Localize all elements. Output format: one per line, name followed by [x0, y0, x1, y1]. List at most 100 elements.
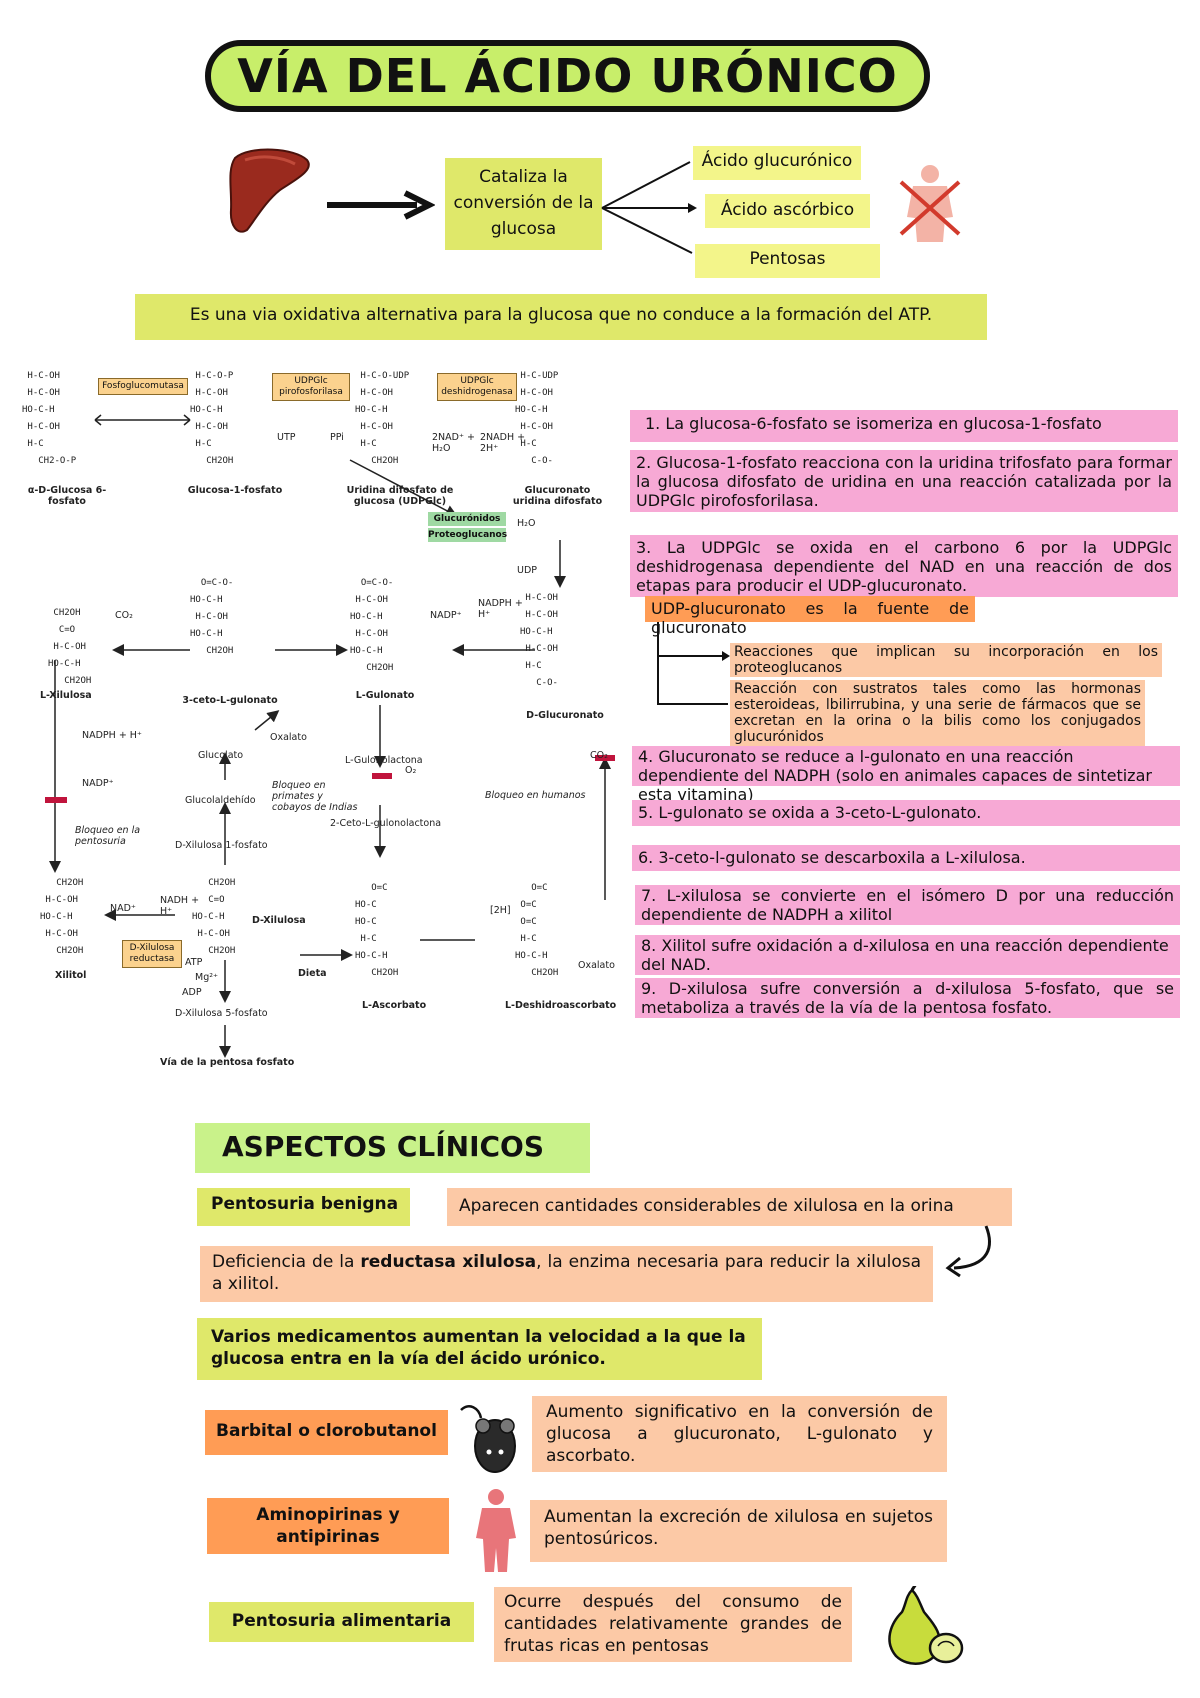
cofactor-nadh: NADH + H⁺ — [160, 895, 200, 917]
molecule-cetogulonato: O=C-O- HO-C-H H-C-OH HO-C-H CH2OH — [190, 578, 234, 656]
barbital-desc: Aumento significativo en la conversión d… — [532, 1396, 947, 1472]
deficiency-enzyme: reductasa xilulosa — [360, 1252, 537, 1272]
step-8: 8. Xilitol sufre oxidación a d-xilulosa … — [635, 935, 1180, 975]
block-humanos: Bloqueo en humanos — [485, 790, 586, 801]
catalyzes-box: Cataliza la conversión de la glucosa — [445, 158, 602, 250]
label-g1p: Glucosa-1-fosfato — [187, 485, 283, 496]
cofactor-co2: CO₂ — [115, 610, 133, 621]
human-icon — [476, 1489, 516, 1572]
step-3: 3. La UDPGlc se oxida en el carbono 6 po… — [630, 535, 1178, 597]
cofactor-nadph: NADPH + H⁺ — [478, 598, 523, 620]
cofactor-nadph-2: NADPH + H⁺ — [82, 730, 142, 741]
molecule-xilulosa-l: CH2OH C=O H-C-OH HO-C-H CH2OH — [48, 608, 92, 686]
pear-icon — [888, 1586, 964, 1665]
pentosuria-benigna-label: Pentosuria benigna — [197, 1188, 410, 1226]
cofactor-o2: O₂ — [405, 765, 417, 776]
aminopirinas-label: Aminopirinas y antipirinas — [207, 1498, 449, 1554]
clinical-heading: ASPECTOS CLÍNICOS — [195, 1123, 590, 1173]
label-oxalato-2: Oxalato — [578, 960, 615, 971]
label-deshidroascorbato: L-Deshidroascorbato — [505, 1000, 617, 1011]
label-glucolato: Glucolato — [198, 750, 244, 761]
udp-source-heading: UDP-glucuronato es la fuente de glucuron… — [645, 596, 975, 637]
barbital-label: Barbital o clorobutanol — [205, 1410, 448, 1455]
label-udpglc: Uridina difosfato de glucosa (UDPGlc) — [346, 485, 454, 507]
molecule-g6p: H-C-OH H-C-OH HO-C-H H-C-OH H-C CH2-O-P — [22, 371, 77, 466]
cofactor-atp: ATP — [185, 957, 203, 968]
product-pentosas: Pentosas — [695, 244, 880, 278]
label-gulonolactona: L-Gulonolactona — [345, 755, 423, 766]
label-xilulosa-d: D-Xilulosa — [252, 915, 306, 926]
udp-branch-1: Reacciones que implican su incorporación… — [730, 643, 1162, 677]
mouse-icon — [460, 1405, 516, 1473]
molecule-xilulosa-d: CH2OH C=O HO-C-H H-C-OH CH2OH — [192, 878, 236, 956]
molecule-gulonato: O=C-O- H-C-OH HO-C-H H-C-OH HO-C-H CH2OH — [350, 578, 394, 673]
label-xilitol: Xilitol — [55, 970, 87, 981]
molecule-udpglc: H-C-O-UDP H-C-OH HO-C-H H-C-OH H-C CH2OH — [355, 371, 410, 466]
cofactor-co2-2: CO₂ — [590, 750, 608, 761]
molecule-glucuronato: H-C-OH H-C-OH HO-C-H H-C-OH H-C C-O- — [520, 593, 558, 688]
label-gulonato: L-Gulonato — [355, 690, 415, 701]
curved-arrow-icon — [945, 1225, 991, 1278]
cofactor-sh: [2H] — [490, 905, 511, 916]
step-5: 5. L-gulonato se oxida a 3-ceto-L-gulona… — [632, 800, 1180, 826]
step-4: 4. Glucuronato se reduce a l-gulonato en… — [632, 746, 1180, 804]
cofactor-nadp-2: NADP⁺ — [82, 778, 114, 789]
label-glucolaldehido: Glucolaldehído — [185, 795, 256, 806]
branch-arrows — [601, 161, 697, 254]
aminopirinas-desc: Aumentan la excreción de xilulosa en suj… — [530, 1500, 947, 1562]
step-1: 1. La glucosa-6-fosfato se isomeriza en … — [630, 410, 1178, 442]
pentosuria-benigna-desc: Aparecen cantidades considerables de xil… — [447, 1188, 1012, 1226]
deficiency-text-post: , la enzima necesaria para reducir la xi… — [212, 1252, 921, 1294]
label-pentosa: Vía de la pentosa fosfato — [160, 1057, 295, 1068]
cofactor-nad: NAD⁺ — [110, 903, 136, 914]
title-banner: VÍA DEL ÁCIDO URÓNICO — [205, 40, 930, 112]
cofactor-adp: ADP — [182, 987, 202, 998]
step-2: 2. Glucosa-1-fosfato reacciona con la ur… — [630, 450, 1178, 512]
box-glucuronidos: Glucurónidos — [428, 512, 506, 526]
box-proteoglucanos: Proteoglucanos — [428, 528, 508, 542]
summary-box: Es una via oxidativa alternativa para la… — [135, 294, 987, 340]
label-xilulosa5p: D-Xilulosa 5-fosfato — [175, 1008, 268, 1019]
label-glucuronato-udp: Glucuronato uridina difosfato — [512, 485, 603, 507]
enzyme-pirofosforilasa: UDPGlc pirofosforilasa — [272, 373, 350, 401]
label-oxalato: Oxalato — [270, 732, 307, 743]
label-glucuronato: D-Glucuronato — [526, 710, 604, 721]
cofactor-mg: Mg²⁺ — [195, 972, 219, 983]
enzyme-fosfoglucomutasa: Fosfoglucomutasa — [98, 378, 188, 395]
cofactor-h2o: H₂O — [517, 518, 536, 529]
cofactor-udp: UDP — [517, 565, 537, 576]
product-glucuronico: Ácido glucurónico — [693, 146, 861, 180]
step-6: 6. 3-ceto-l-gulonato se descarboxila a L… — [632, 845, 1180, 871]
page-title: VÍA DEL ÁCIDO URÓNICO — [237, 49, 898, 103]
cofactor-nadp: NADP⁺ — [430, 610, 462, 621]
alimentaria-desc: Ocurre después del consumo de cantidades… — [494, 1587, 852, 1662]
liver-icon — [229, 148, 310, 233]
human-crossed-icon — [899, 165, 961, 242]
product-ascorbico: Ácido ascórbico — [705, 194, 870, 228]
alimentaria-label: Pentosuria alimentaria — [209, 1602, 474, 1642]
molecule-deshidroascorbato: O=C O=C O=C H-C HO-C-H CH2OH — [515, 883, 559, 978]
cofactor-utp: UTP — [277, 432, 296, 443]
drugs-box: Varios medicamentos aumentan la velocida… — [197, 1318, 762, 1380]
label-dieta: Dieta — [298, 968, 327, 979]
molecule-xilitol: CH2OH H-C-OH HO-C-H H-C-OH CH2OH — [40, 878, 84, 956]
pathway-arrows — [45, 414, 615, 1058]
arrow-right-icon — [327, 190, 435, 220]
label-g6p: α-D-Glucosa 6-fosfato — [27, 485, 107, 507]
block-pentosuria: Bloqueo en la pentosuria — [75, 825, 141, 847]
label-cetogulonolactona: 2-Ceto-L-gulonolactona — [330, 818, 442, 829]
label-xilulosa-l: L-Xilulosa — [40, 690, 92, 701]
cofactor-nad2: 2NAD⁺ + H₂O — [432, 432, 475, 454]
enzyme-reductasa: D-Xilulosa reductasa — [122, 940, 182, 968]
block-primates: Bloqueo en primates y cobayos de Indias — [272, 780, 358, 813]
label-xilulosa1p: D-Xilulosa 1-fosfato — [175, 840, 268, 851]
udp-source-branches — [657, 622, 730, 705]
molecule-glucuronato-udp: H-C-UDP H-C-OH HO-C-H H-C-OH H-C C-O- — [515, 371, 559, 466]
molecule-g1p: H-C-O-P H-C-OH HO-C-H H-C-OH H-C CH2OH — [190, 371, 234, 466]
deficiency-text-pre: Deficiencia de la — [212, 1252, 361, 1272]
cofactor-nadh2: 2NADH + 2H⁺ — [480, 432, 526, 454]
udp-branch-2: Reacción con sustratos tales como las ho… — [730, 680, 1145, 748]
cofactor-ppi: PPi — [330, 432, 344, 443]
step-7: 7. L-xilulosa se convierte en el isómero… — [635, 885, 1180, 925]
label-cetogulonato: 3-ceto-L-gulonato — [182, 695, 278, 706]
